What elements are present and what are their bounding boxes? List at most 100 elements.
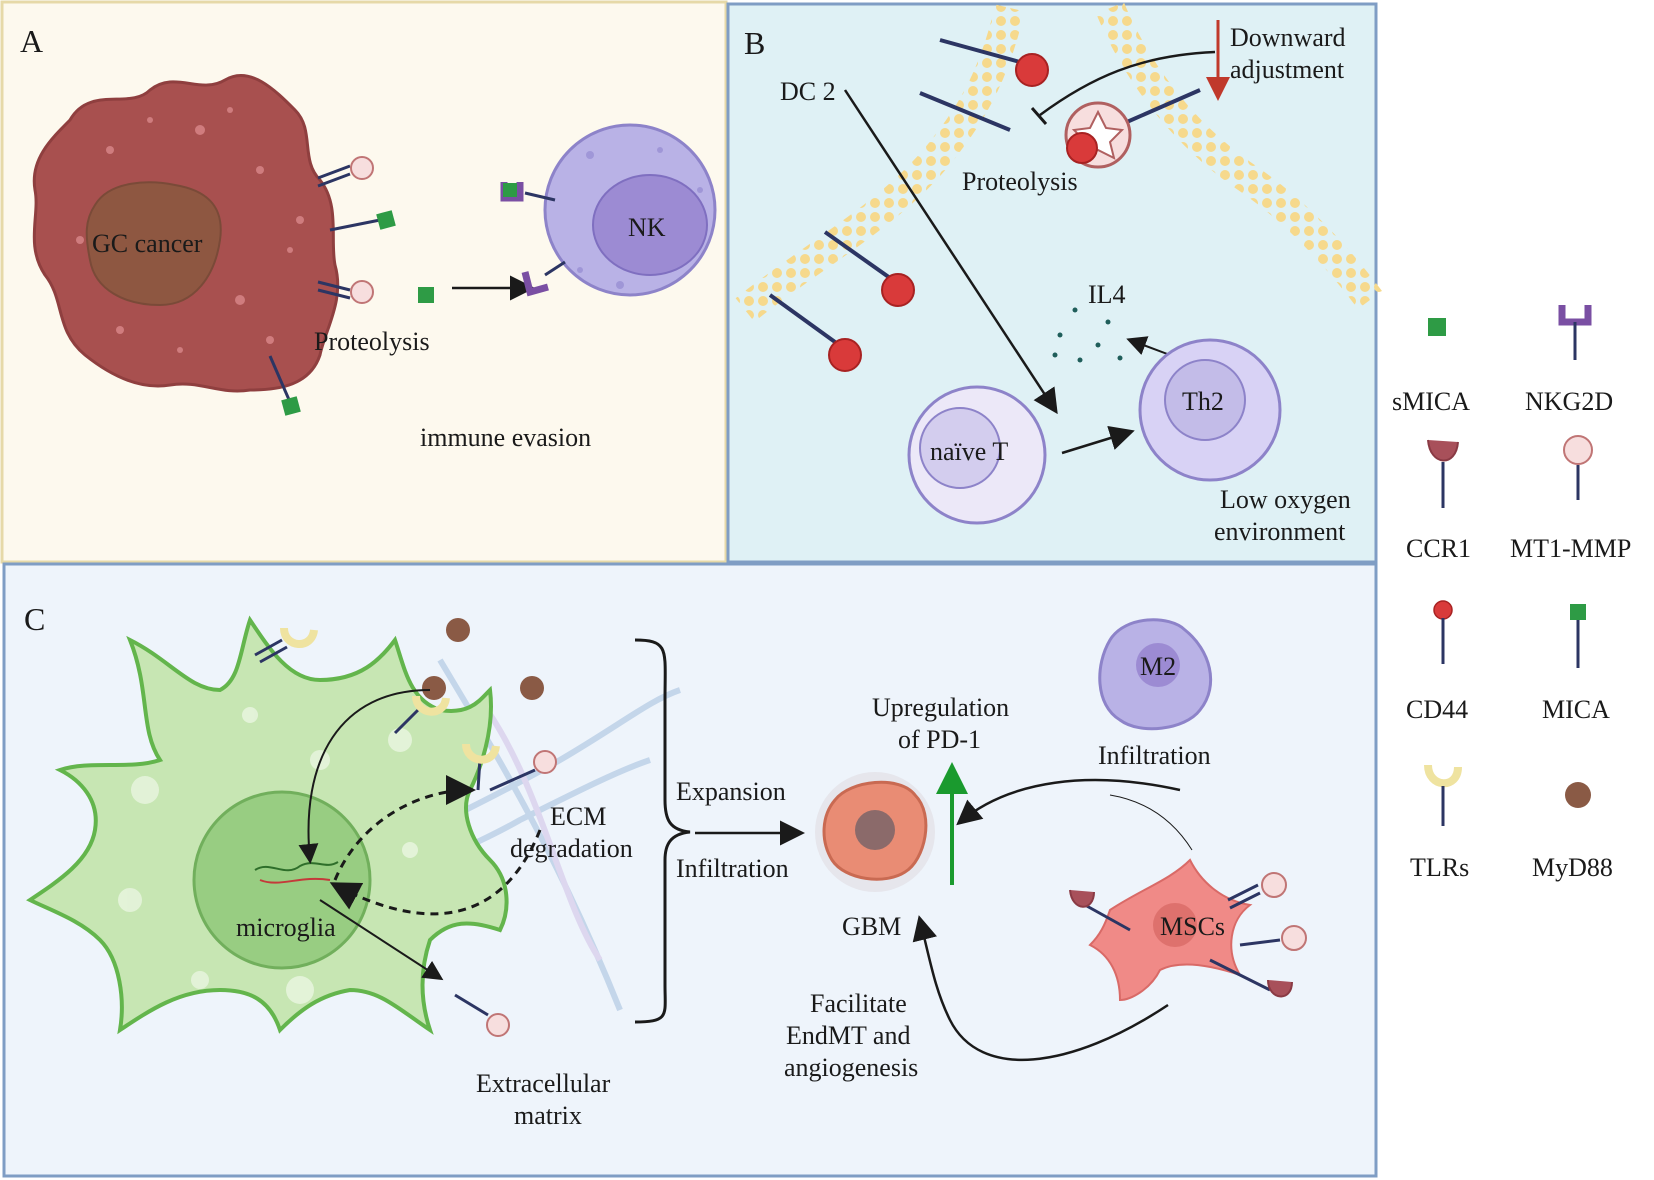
- panel-b-background: [726, 2, 1378, 564]
- nkg2d-receptor-a2: [521, 260, 566, 297]
- gbm-core: [855, 810, 895, 850]
- low-oxygen-label-2: environment: [1214, 517, 1346, 546]
- legend-label-myd88: MyD88: [1532, 853, 1613, 882]
- gc-cancer-nucleus: [85, 181, 222, 307]
- legend-label-cd44: CD44: [1406, 695, 1468, 724]
- dna-strand: [254, 861, 339, 872]
- cd44-receptor-b1: [939, 38, 1049, 87]
- inhibition-bar: [1030, 107, 1048, 125]
- legend: sMICA NKG2D CCR1 MT1-MMP CD44 MICA: [1392, 305, 1631, 882]
- infiltration-m2-label: Infiltration: [1098, 741, 1211, 770]
- arrow-naive-t-to-th2: [1061, 425, 1135, 455]
- mt1-mmp-receptor-a1: [317, 156, 374, 188]
- mt1-mmp-receptor-c3: [1227, 872, 1287, 910]
- low-oxygen-label-1: Low oxygen: [1220, 485, 1351, 514]
- nk-nucleus: [592, 174, 708, 276]
- inhibition-arrow: [1039, 50, 1216, 117]
- proteolysis-label-a: Proteolysis: [314, 327, 430, 356]
- extracellular-label-2: matrix: [514, 1101, 582, 1130]
- nkg2d-icon: [1558, 305, 1592, 360]
- cd44-receptor-b3: [823, 230, 915, 307]
- mt1-mmp-receptor-c2: [454, 993, 510, 1037]
- ecm-label-1: ECM: [550, 802, 606, 831]
- upregulation-label-2: of PD-1: [898, 725, 981, 754]
- myd88-c2: [446, 618, 470, 642]
- panel-c-letter: C: [24, 601, 45, 637]
- mt1-mmp-receptor-c4: [1239, 925, 1307, 951]
- ccr1-icon: [1427, 439, 1459, 508]
- downward-label-1: Downward: [1230, 23, 1346, 52]
- mt1-mmp-receptor-c1: [489, 750, 557, 792]
- mscs-nucleus: [1153, 903, 1197, 947]
- th2-label: Th2: [1182, 387, 1224, 416]
- gbm-label: GBM: [842, 912, 901, 941]
- m2-nucleus: [1136, 643, 1180, 687]
- myd88-icon: [1565, 782, 1591, 808]
- arrow-m2-to-gbm: [956, 778, 1181, 826]
- tlr-receptor-c2: [393, 695, 450, 735]
- microglia-nucleus: [192, 790, 372, 970]
- nk-label: NK: [628, 213, 666, 242]
- arrow-nucleus-to-mt1-mmp: [319, 899, 444, 981]
- myd88-c1: [422, 676, 446, 700]
- cd44-receptor-b4: [768, 293, 862, 372]
- facilitate-label-1: Facilitate: [810, 989, 907, 1018]
- panel-a-letter: A: [20, 23, 43, 59]
- panel-a: A GC cancer Prote: [0, 0, 728, 564]
- ccr1-receptor-c1: [1069, 889, 1131, 932]
- arrow-dc2-to-naive-t: [843, 89, 1058, 415]
- downward-label-2: adjustment: [1230, 55, 1345, 84]
- mscs-label: MSCs: [1160, 912, 1225, 941]
- arrow-th2-to-il4: [1126, 336, 1171, 356]
- microglia-label: microglia: [236, 913, 336, 942]
- upregulation-label-1: Upregulation: [872, 693, 1009, 722]
- mica-receptor-a2: [268, 355, 301, 416]
- smica-free-a: [418, 287, 434, 303]
- legend-label-mt1-mmp: MT1-MMP: [1510, 534, 1631, 563]
- naive-t-nucleus: [919, 407, 1001, 489]
- tlrs-icon: [1424, 764, 1462, 826]
- panel-b: B Downward adjust: [726, 2, 1382, 564]
- tlr-receptor-c1: [254, 627, 318, 664]
- legend-label-ccr1: CCR1: [1406, 534, 1471, 563]
- il4-dots: [1052, 307, 1123, 363]
- arrow-myd88-to-nucleus: [298, 689, 431, 864]
- dashed-arrow-to-nucleus: [329, 829, 542, 916]
- mica-receptor-a1: [329, 210, 396, 232]
- mt1-mmp-receptor-a2: [317, 280, 374, 304]
- naive-t-label: naïve T: [930, 437, 1008, 466]
- mt1-mmp-protease-b: [1064, 88, 1201, 169]
- legend-label-nkg2d: NKG2D: [1525, 387, 1613, 416]
- legend-label-tlrs: TLRs: [1410, 853, 1469, 882]
- mica-icon: [1570, 604, 1586, 668]
- bracket: [634, 638, 691, 1024]
- th2-nucleus: [1164, 359, 1246, 441]
- m2-label: M2: [1140, 652, 1176, 681]
- facilitate-label-3: angiogenesis: [784, 1053, 918, 1082]
- panel-c: C microglia: [2, 562, 1378, 1178]
- infiltration-left-label: Infiltration: [676, 854, 789, 883]
- facilitate-label-2: EndMT and: [786, 1021, 910, 1050]
- nkg2d-receptor-a1: [500, 182, 556, 202]
- ccr1-receptor-c2: [1209, 958, 1293, 998]
- dc2-label: DC 2: [780, 77, 836, 106]
- proteolysis-label-b: Proteolysis: [962, 167, 1078, 196]
- panel-b-letter: B: [744, 25, 765, 61]
- rna-strand: [259, 877, 331, 884]
- expansion-label: Expansion: [676, 777, 786, 806]
- myd88-c3: [520, 676, 544, 700]
- gc-cancer-label: GC cancer: [92, 229, 203, 258]
- dashed-arrow-to-tlr: [333, 775, 476, 881]
- tlr-receptor-c3: [462, 743, 500, 791]
- mt1-mmp-icon: [1563, 435, 1593, 500]
- thin-connector: [1109, 794, 1193, 851]
- cd44-icon: [1433, 600, 1453, 664]
- legend-label-mica: MICA: [1542, 695, 1610, 724]
- cell-membrane-right: [1096, 2, 1382, 310]
- cancer-cell-granules: [76, 107, 304, 353]
- il4-label: IL4: [1088, 280, 1126, 309]
- smica-icon: [1428, 318, 1446, 336]
- arrow-mscs-to-gbm: [912, 915, 1169, 1062]
- immune-evasion-label: immune evasion: [420, 423, 591, 452]
